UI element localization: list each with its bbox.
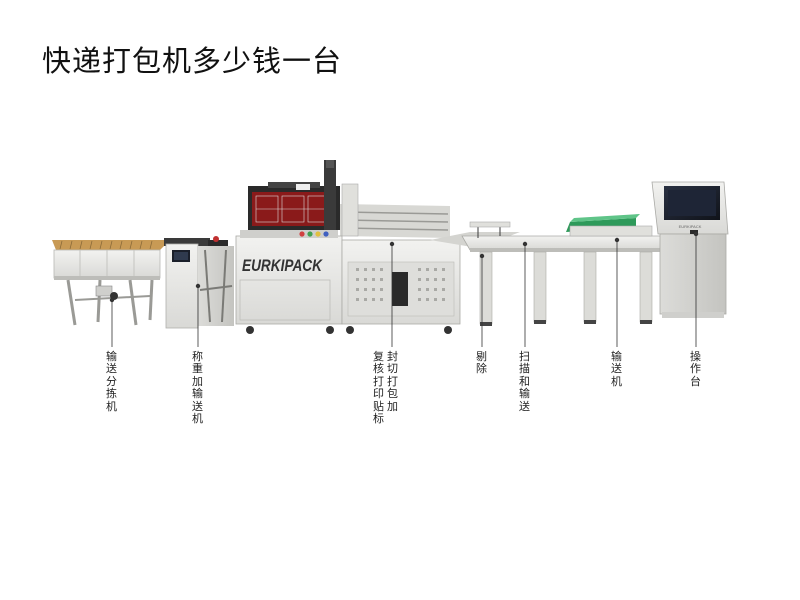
sorting-conveyor-machine <box>52 240 170 326</box>
label-reject: 剔除 <box>476 350 487 376</box>
reject-scan-conveyor-machine <box>430 221 691 326</box>
brand-logo: EURKIPACK <box>242 256 323 275</box>
label-sorting-conveyor: 输送分拣机 <box>106 350 117 413</box>
callout-leaders <box>109 231 699 347</box>
weighing-conveyor-machine <box>164 236 234 329</box>
label-weighing-conveyor: 称重加输送机 <box>192 350 203 426</box>
seal-cut-wrapping-machine: EURKIPACK <box>235 160 461 334</box>
label-operation-console: 操作台 <box>690 350 701 388</box>
operation-console-machine: EURKIPACK <box>651 181 729 318</box>
page-title: 快递打包机多少钱一台 <box>42 44 343 78</box>
label-seal-cut-wrap: 封切打包加 <box>387 350 398 413</box>
label-scan-conveyor: 扫描和输送 <box>519 350 530 413</box>
label-review-print-label: 复核打印贴标 <box>373 350 384 426</box>
label-conveyor: 输送机 <box>611 350 622 388</box>
conveyor-machine <box>566 214 653 237</box>
control-buttons <box>299 231 329 237</box>
svg-text:EURKIPACK: EURKIPACK <box>679 224 702 229</box>
